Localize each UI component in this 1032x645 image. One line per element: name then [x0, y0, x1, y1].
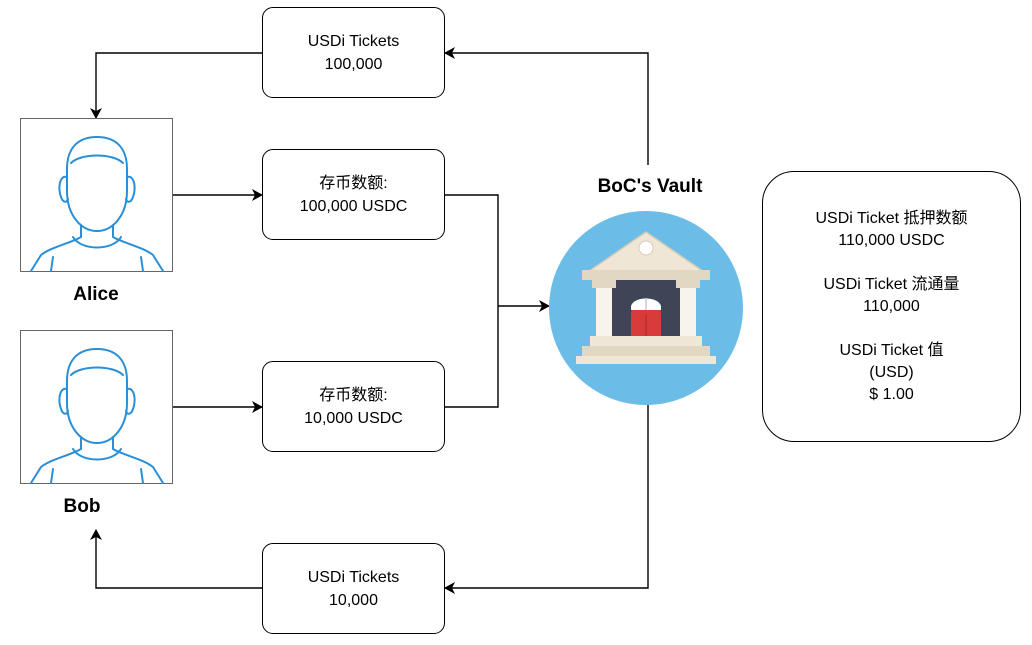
arrow-bob-deposit-to-vault [444, 306, 499, 408]
stats-panel: USDi Ticket 抵押数额 110,000 USDC USDi Ticke… [762, 171, 1021, 442]
bob-deposit-amount: 10,000 USDC [304, 409, 403, 427]
circulation-stat: USDi Ticket 流通量 110,000 [823, 274, 959, 318]
price-label: USDi Ticket 值 [839, 341, 944, 359]
price-stat: USDi Ticket 值 (USD) $ 1.00 [839, 340, 943, 406]
bob-deposit-box: 存币数额: 10,000 USDC [262, 361, 445, 452]
collateral-value: 110,000 USDC [838, 231, 945, 249]
circulation-label: USDi Ticket 流通量 [823, 275, 960, 293]
arrow-tickets-to-bob [90, 529, 262, 589]
bob-name: Bob [63, 496, 101, 517]
alice-name: Alice [73, 284, 119, 305]
bank-icon [549, 211, 743, 405]
vault-title: BoC's Vault [597, 176, 703, 197]
bob-deposit-label: 存币数额: [319, 386, 388, 404]
collateral-stat: USDi Ticket 抵押数额 110,000 USDC [815, 208, 967, 252]
arrow-vault-to-alice-tickets [444, 47, 649, 165]
alice-avatar [20, 118, 173, 272]
arrow-alice-deposit-to-vault [444, 194, 499, 306]
alice-tickets-amount: 100,000 [324, 55, 383, 73]
alice-tickets-box: USDi Tickets 100,000 [262, 7, 445, 98]
bob-avatar [20, 330, 173, 484]
alice-deposit-box: 存币数额: 100,000 USDC [262, 149, 445, 240]
arrow-tickets-to-alice [90, 52, 262, 119]
bob-tickets-box: USDi Tickets 10,000 [262, 543, 445, 634]
circulation-value: 110,000 [863, 297, 920, 315]
user-icon [30, 348, 164, 484]
collateral-label: USDi Ticket 抵押数额 [815, 209, 968, 227]
bob-tickets-label: USDi Tickets [307, 568, 400, 586]
arrow-vault-to-bob-tickets [444, 404, 649, 594]
price-unit: (USD) [869, 363, 914, 381]
bob-tickets-amount: 10,000 [329, 591, 378, 609]
alice-tickets-label: USDi Tickets [307, 32, 400, 50]
user-icon [30, 136, 164, 272]
alice-deposit-amount: 100,000 USDC [299, 197, 408, 215]
price-value: $ 1.00 [869, 385, 914, 403]
alice-deposit-label: 存币数额: [319, 174, 388, 192]
